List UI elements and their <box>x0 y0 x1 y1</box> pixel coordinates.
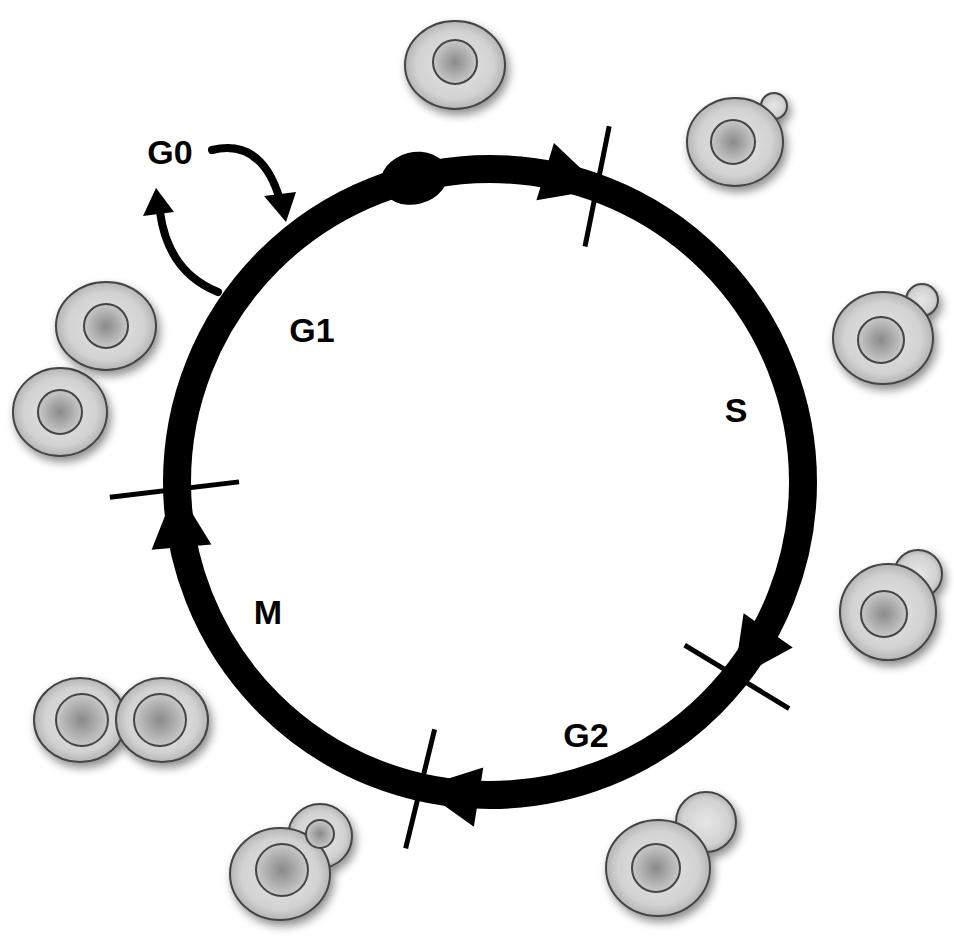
phase-arrow <box>110 482 245 553</box>
phase-label: G2 <box>563 718 608 752</box>
g0-arrows <box>143 148 296 292</box>
yeast-cells <box>13 21 942 920</box>
start-dot <box>375 145 454 212</box>
phase-label: G0 <box>147 135 192 169</box>
phase-arrow <box>528 112 621 246</box>
phase-label: G1 <box>289 313 334 347</box>
phase-label: S <box>725 393 748 427</box>
phase-label: M <box>254 595 282 629</box>
phase-arrow <box>685 596 819 715</box>
cycle-ring <box>177 169 803 795</box>
phase-arrow <box>406 728 488 859</box>
